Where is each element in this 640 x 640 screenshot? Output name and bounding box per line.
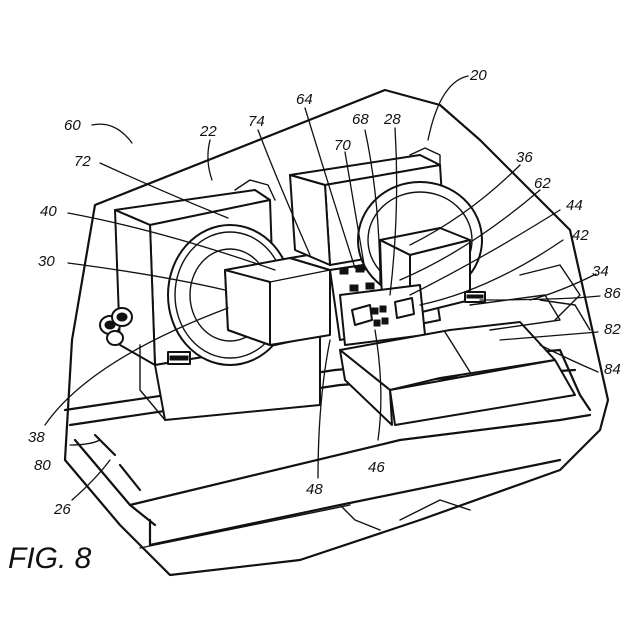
ref-70: 70 bbox=[334, 137, 351, 154]
ref-20: 20 bbox=[469, 67, 487, 84]
ref-74: 74 bbox=[248, 113, 265, 130]
ref-30: 30 bbox=[38, 253, 55, 270]
ref-40: 40 bbox=[40, 203, 57, 220]
ref-36: 36 bbox=[516, 149, 533, 166]
ref-38: 38 bbox=[28, 429, 45, 446]
ref-22: 22 bbox=[199, 123, 217, 140]
ref-62: 62 bbox=[534, 175, 551, 192]
ref-28: 28 bbox=[383, 111, 401, 128]
ref-26: 26 bbox=[53, 501, 71, 518]
ref-84: 84 bbox=[604, 361, 621, 378]
ref-42: 42 bbox=[572, 227, 589, 244]
ref-72: 72 bbox=[74, 153, 91, 170]
figure-caption: FIG. 8 bbox=[8, 542, 92, 575]
ref-34: 34 bbox=[592, 263, 609, 280]
ref-48: 48 bbox=[306, 481, 323, 498]
ref-86: 86 bbox=[604, 285, 621, 302]
ref-80: 80 bbox=[34, 457, 51, 474]
ref-82: 82 bbox=[604, 321, 621, 338]
ref-60: 60 bbox=[64, 117, 81, 134]
ref-46: 46 bbox=[368, 459, 385, 476]
ref-68: 68 bbox=[352, 111, 369, 128]
ref-64: 64 bbox=[296, 91, 313, 108]
ref-44: 44 bbox=[566, 197, 583, 214]
